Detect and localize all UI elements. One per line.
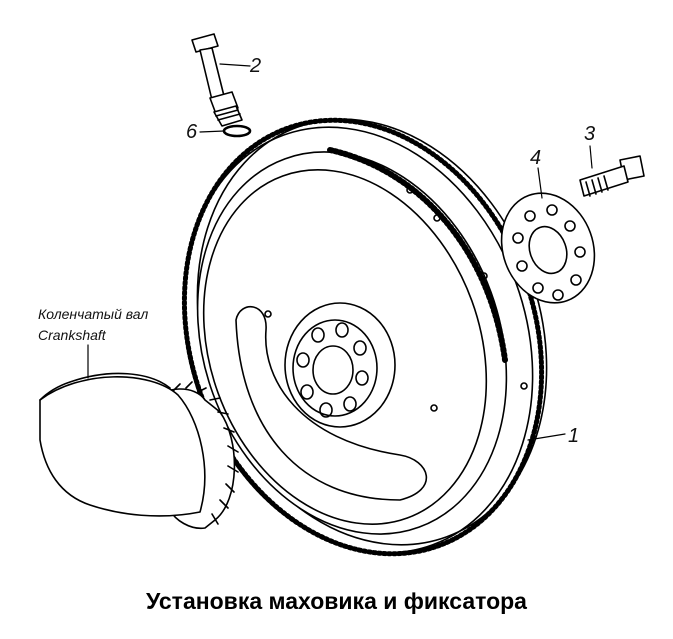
flywheel-assembly-drawing [39, 33, 645, 557]
washer-plate-part [500, 192, 596, 304]
crankshaft-part [39, 372, 239, 530]
bolt-part [579, 155, 645, 197]
retainer-pin-part [191, 33, 243, 127]
diagram-caption: Установка маховика и фиксатора [146, 588, 527, 614]
leader-lines [87, 63, 593, 441]
hub-bolt-holes [296, 322, 369, 418]
crankshaft-label-en: Crankshaft [38, 327, 106, 343]
callout-number-2: 2 [250, 55, 262, 77]
callout-number-3: 3 [584, 123, 596, 145]
callout-number-4: 4 [530, 147, 542, 169]
callout-number-6: 6 [186, 121, 198, 143]
seal-ring-part [222, 124, 252, 138]
flywheel-part [181, 117, 548, 557]
crankshaft-label-ru: Коленчатый вал [38, 306, 149, 322]
callout-number-1: 1 [568, 425, 580, 447]
